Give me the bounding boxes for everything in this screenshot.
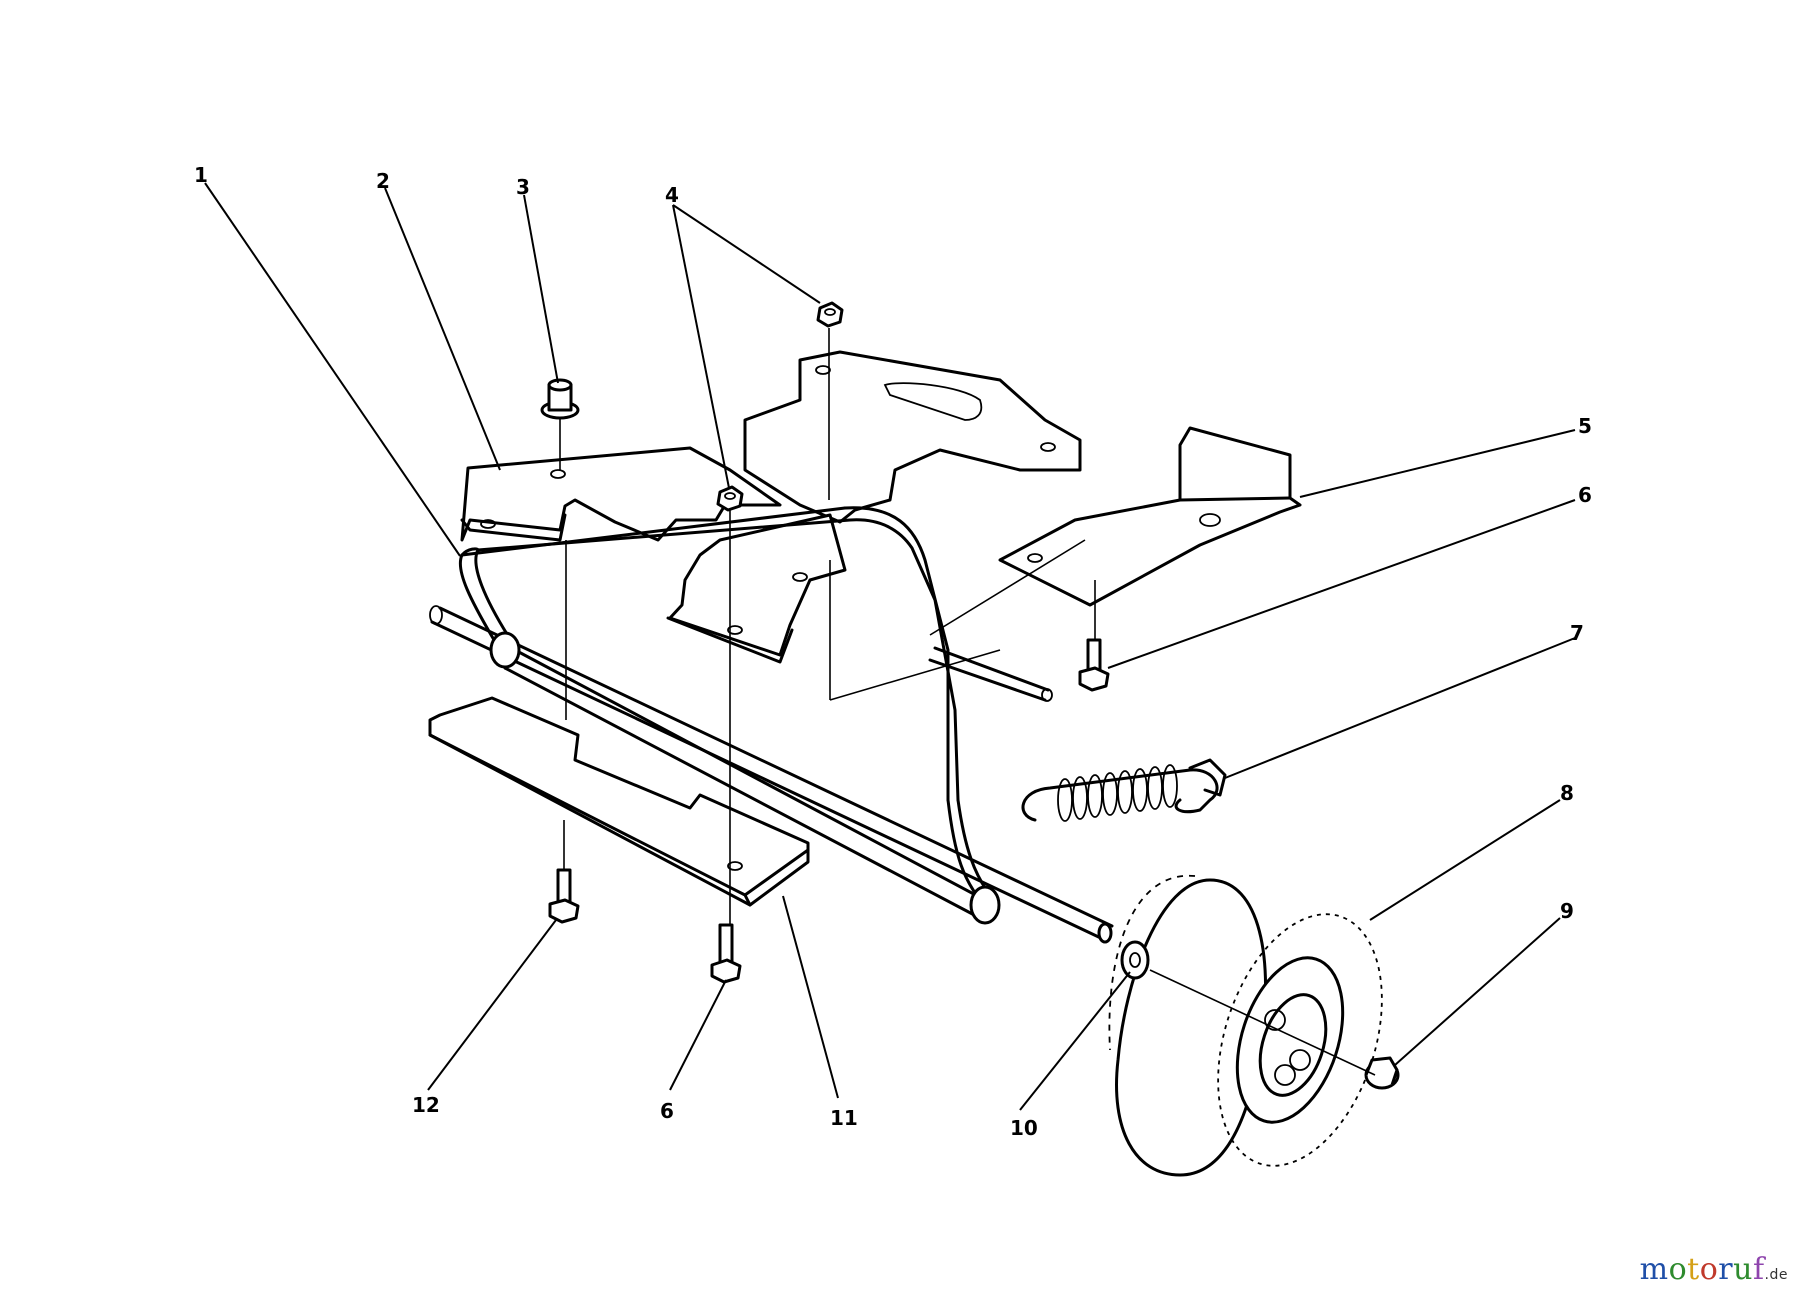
channel-bracket-part	[428, 696, 810, 907]
axle-rod-part	[429, 605, 1114, 944]
leader-lines	[204, 182, 1576, 1111]
callout-7: 7	[1570, 621, 1584, 645]
wheel-part	[1108, 875, 1383, 1177]
watermark-text: motoruf	[1639, 1252, 1765, 1287]
alignment-lines	[559, 328, 1376, 1076]
bolt-right-part	[1078, 638, 1110, 692]
callout-6-bottom: 6	[660, 1099, 674, 1123]
callout-5: 5	[1578, 414, 1592, 438]
watermark-logo: motoruf.de	[1640, 1252, 1788, 1287]
callout-2: 2	[376, 169, 390, 193]
callout-4: 4	[665, 183, 679, 207]
callout-11: 11	[830, 1106, 858, 1130]
callout-labels: 1 2 3 4 5 6 7 8 9 10 11 12 6	[194, 163, 1592, 1140]
bolt-top-left-part	[540, 378, 580, 420]
callout-6-right: 6	[1578, 483, 1592, 507]
bolt-lower-left-part	[548, 868, 580, 924]
callout-3: 3	[516, 175, 530, 199]
callout-12: 12	[412, 1093, 440, 1117]
washer-part	[1120, 940, 1150, 980]
bolt-lower-center-part	[710, 923, 742, 984]
callout-10: 10	[1010, 1116, 1038, 1140]
callout-1: 1	[194, 163, 208, 187]
right-bracket-part	[998, 426, 1302, 607]
lower-plate-part	[666, 513, 847, 664]
hub-cap-part	[1364, 1056, 1400, 1090]
nut-upper-part	[816, 301, 844, 328]
nut-middle-part	[716, 485, 744, 512]
center-plate-part	[743, 350, 1082, 524]
spring-part	[1021, 758, 1227, 822]
callout-9: 9	[1560, 899, 1574, 923]
callout-8: 8	[1560, 781, 1574, 805]
watermark-suffix: .de	[1764, 1267, 1788, 1283]
bracket-left-part	[460, 446, 782, 542]
